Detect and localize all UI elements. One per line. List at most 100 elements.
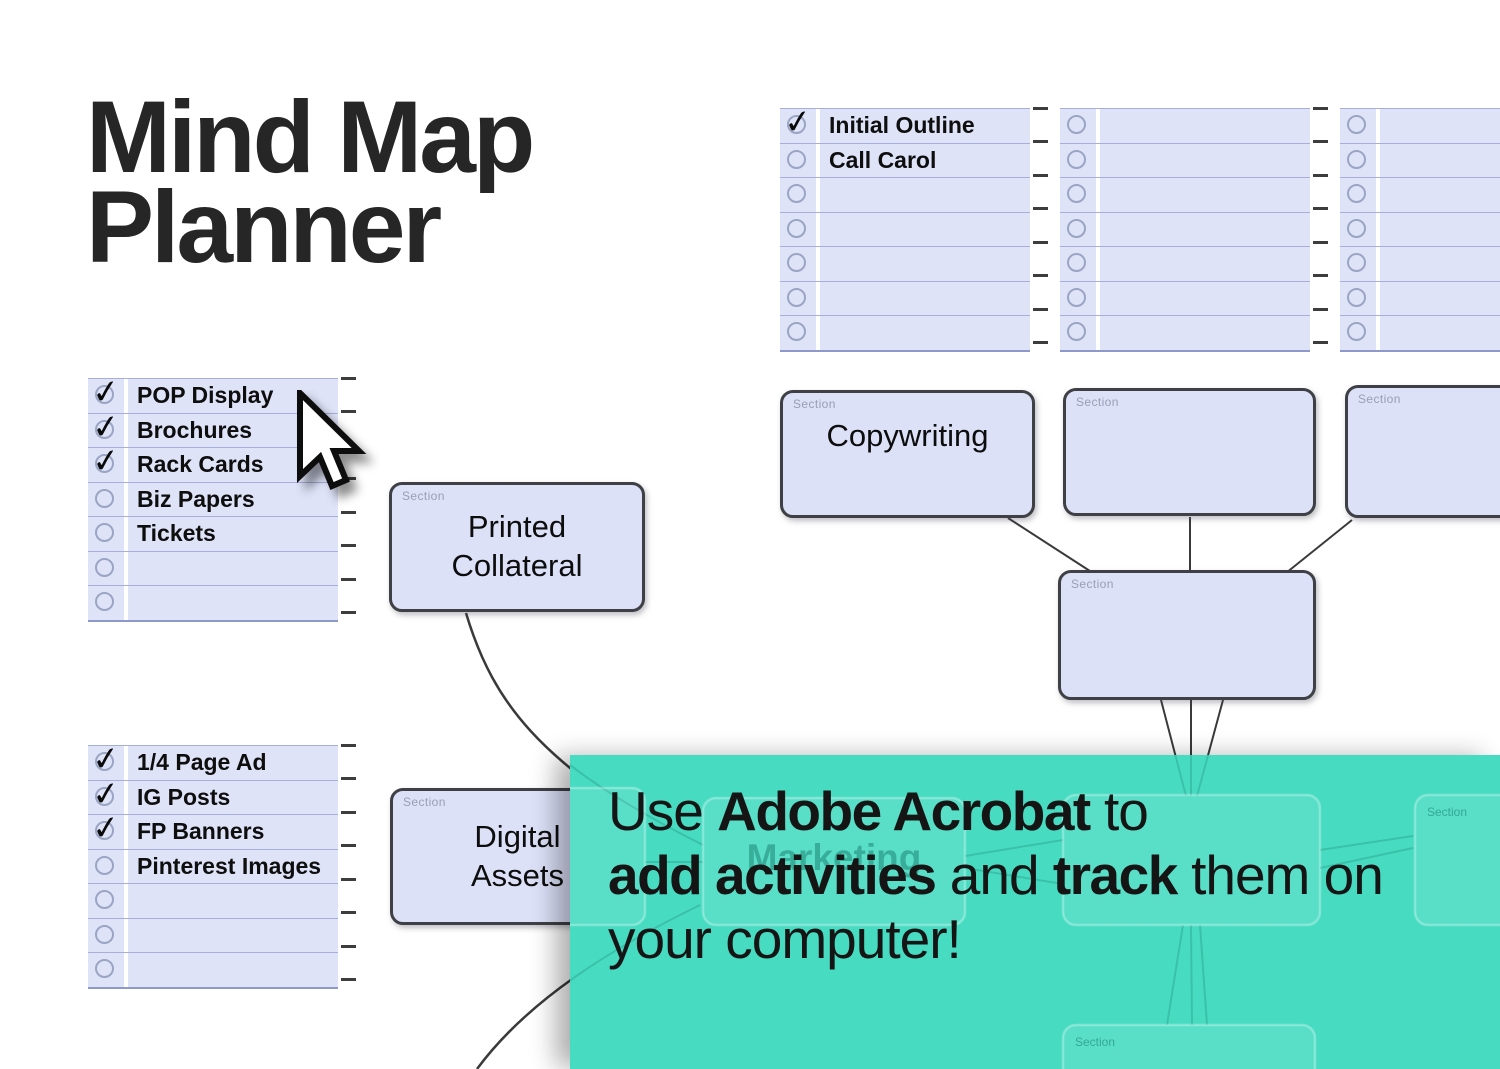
- task-label[interactable]: [820, 178, 1030, 212]
- row-tick-mark: [341, 877, 356, 881]
- checkbox[interactable]: [88, 482, 124, 516]
- checkbox[interactable]: [1340, 316, 1376, 350]
- section-box-copywriting[interactable]: Section Copywriting: [780, 390, 1035, 518]
- checklist-row: [1060, 142, 1310, 177]
- task-label[interactable]: FP Banners: [128, 815, 338, 849]
- checkbox[interactable]: [88, 918, 124, 952]
- task-label[interactable]: [820, 316, 1030, 350]
- task-label[interactable]: Biz Papers: [128, 482, 338, 516]
- row-tick-mark: [341, 510, 356, 514]
- checkbox[interactable]: [1340, 281, 1376, 315]
- checklist-top-empty-2: [1340, 108, 1500, 352]
- checkbox[interactable]: [1060, 212, 1096, 246]
- row-tick-mark: [1033, 106, 1048, 110]
- checkbox-circle-icon: [1347, 149, 1366, 169]
- task-label[interactable]: [1380, 143, 1500, 177]
- checkbox-circle-icon: [1067, 184, 1086, 203]
- section-box-middle-empty[interactable]: Section: [1058, 570, 1316, 700]
- task-label[interactable]: [128, 586, 338, 620]
- checkbox[interactable]: [1340, 109, 1376, 143]
- checkbox[interactable]: [1060, 178, 1096, 212]
- checkbox[interactable]: ✓: [88, 738, 124, 780]
- checkbox[interactable]: [88, 884, 124, 918]
- task-label[interactable]: [1380, 316, 1500, 350]
- task-label[interactable]: [1100, 247, 1310, 281]
- row-tick-mark: [341, 376, 356, 380]
- checkbox[interactable]: [780, 281, 816, 315]
- checklist-row: Tickets: [88, 516, 338, 551]
- checkbox[interactable]: ✓: [88, 371, 124, 413]
- task-label[interactable]: [1380, 281, 1500, 315]
- row-tick-mark: [341, 577, 356, 581]
- task-label[interactable]: [128, 918, 338, 952]
- task-label[interactable]: [128, 953, 338, 987]
- section-box-top-empty-2[interactable]: Section: [1345, 385, 1500, 518]
- checkbox[interactable]: [1340, 247, 1376, 281]
- row-tick-mark: [341, 544, 356, 547]
- checkbox[interactable]: [88, 551, 124, 585]
- banner-line: your computer!: [608, 907, 1383, 971]
- checkbox[interactable]: [1060, 143, 1096, 177]
- task-label[interactable]: [1380, 178, 1500, 212]
- task-label[interactable]: [1100, 143, 1310, 177]
- ghost-marketing-label: Marketing: [747, 837, 922, 878]
- task-label[interactable]: Call Carol: [820, 143, 1030, 177]
- checkbox[interactable]: [780, 247, 816, 281]
- checkbox[interactable]: [88, 849, 124, 883]
- task-label[interactable]: [128, 884, 338, 918]
- checkbox-circle-icon: [95, 592, 114, 611]
- task-label[interactable]: [1100, 281, 1310, 315]
- checkbox[interactable]: ✓: [88, 405, 124, 447]
- task-label[interactable]: [1100, 178, 1310, 212]
- task-label[interactable]: Pinterest Images: [128, 849, 338, 883]
- promo-banner: Marketing Section Section Use Adobe Acro…: [570, 755, 1500, 1069]
- task-label[interactable]: 1/4 Page Ad: [128, 746, 338, 780]
- checklist-row: [1060, 280, 1310, 315]
- checkbox-circle-icon: [787, 218, 806, 238]
- task-label[interactable]: [1380, 109, 1500, 143]
- checkbox[interactable]: [780, 178, 816, 212]
- checkbox[interactable]: [780, 143, 816, 177]
- checkbox[interactable]: [88, 586, 124, 620]
- task-label[interactable]: [820, 281, 1030, 315]
- checkbox[interactable]: [1060, 316, 1096, 350]
- checkbox[interactable]: [1340, 143, 1376, 177]
- task-label[interactable]: [1100, 109, 1310, 143]
- task-label[interactable]: [1100, 316, 1310, 350]
- checkbox[interactable]: [1060, 109, 1096, 143]
- checklist-row: [88, 883, 338, 918]
- task-label[interactable]: [1380, 247, 1500, 281]
- task-label[interactable]: [1100, 212, 1310, 246]
- checkbox[interactable]: [1060, 281, 1096, 315]
- checkbox[interactable]: ✓: [88, 807, 124, 849]
- checkbox[interactable]: ✓: [88, 772, 124, 814]
- checkbox[interactable]: [780, 212, 816, 246]
- banner-line: add activities and track them on: [608, 843, 1384, 907]
- task-label[interactable]: [1380, 212, 1500, 246]
- checklist-row: [1340, 280, 1500, 315]
- checklist-row: [1060, 211, 1310, 246]
- task-label[interactable]: Tickets: [128, 517, 338, 551]
- task-label[interactable]: [820, 212, 1030, 246]
- checkbox-circle-icon: [95, 488, 114, 508]
- checklist-row: [88, 585, 338, 620]
- checkbox[interactable]: [1340, 212, 1376, 246]
- ghost-hub-box: [1061, 793, 1322, 927]
- row-tick-mark: [1033, 173, 1048, 177]
- task-label[interactable]: [820, 247, 1030, 281]
- row-tick-mark: [1033, 341, 1048, 344]
- checkbox[interactable]: ✓: [780, 101, 816, 143]
- checkbox[interactable]: [780, 316, 816, 350]
- checkbox[interactable]: [1060, 247, 1096, 281]
- task-label[interactable]: IG Posts: [128, 780, 338, 814]
- checkbox[interactable]: ✓: [88, 440, 124, 482]
- checkbox[interactable]: [88, 517, 124, 551]
- section-box-top-empty-1[interactable]: Section: [1063, 388, 1316, 516]
- task-label[interactable]: Initial Outline: [820, 109, 1030, 143]
- section-box-printed-collateral[interactable]: Section Printed Collateral: [389, 482, 645, 612]
- checkbox[interactable]: [1340, 178, 1376, 212]
- checkbox[interactable]: [88, 953, 124, 987]
- row-tick-mark: [1313, 106, 1328, 110]
- banner-text-bold: track: [1052, 844, 1178, 906]
- task-label[interactable]: [128, 551, 338, 585]
